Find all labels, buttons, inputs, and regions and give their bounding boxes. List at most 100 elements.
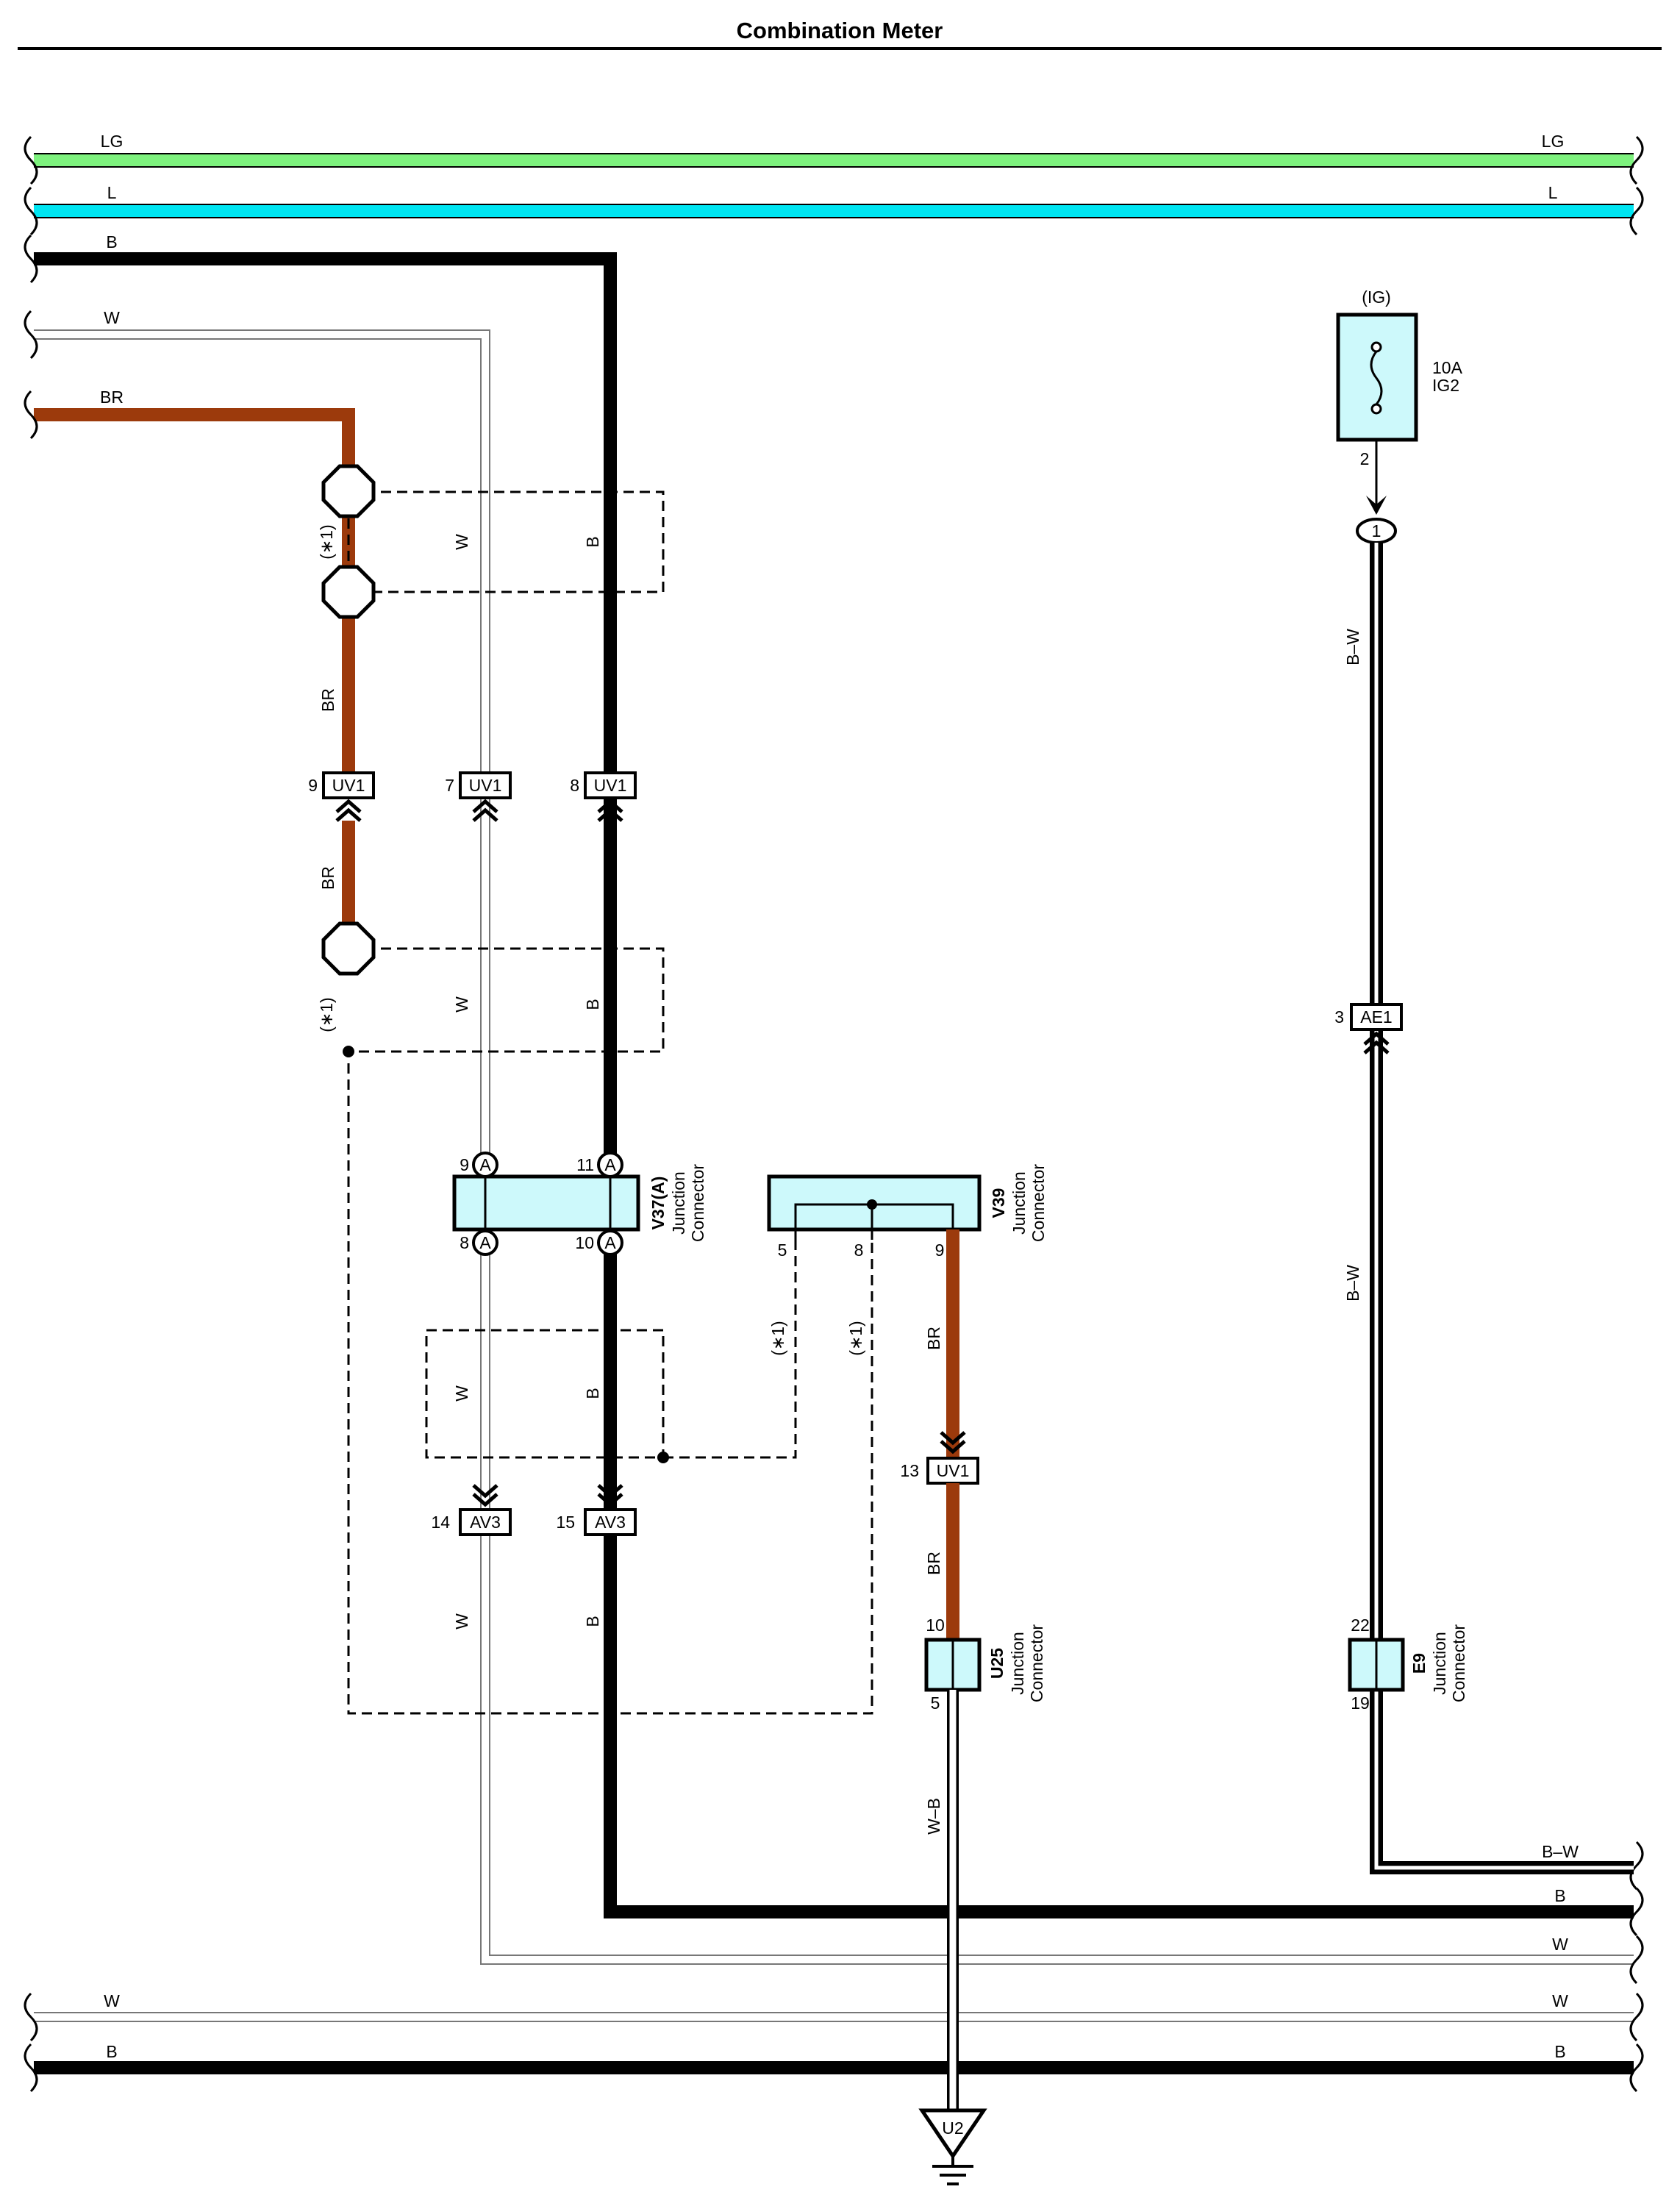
wire-b-main: [34, 252, 1634, 1918]
label-w-top: W: [104, 308, 120, 327]
connector-name: U25: [987, 1648, 1007, 1679]
octagon-connector: [321, 921, 376, 976]
label-br-v2: BR: [318, 866, 337, 890]
label-l-right: L: [1548, 183, 1558, 202]
pin-tag: A: [479, 1233, 491, 1252]
arrow-icon: [1366, 496, 1387, 515]
connector-pin: 15: [556, 1513, 575, 1532]
pin-number: 9: [935, 1241, 945, 1260]
connector-desc: Connector: [1029, 1164, 1048, 1242]
label-w-right: W: [1552, 1935, 1568, 1954]
connector-name: V39: [989, 1188, 1008, 1218]
chevron-icon: [1363, 1031, 1390, 1046]
label-b-bottom-left: B: [106, 2042, 117, 2061]
label-b-right: B: [1554, 2042, 1565, 2061]
label-w-v3: W: [452, 1385, 471, 1402]
label-w-right: W: [1552, 1991, 1568, 2010]
pin-number: 8: [460, 1233, 469, 1252]
page-title: Combination Meter: [737, 18, 943, 43]
note-star1: (∗1): [317, 997, 336, 1032]
connector-desc: Junction: [1430, 1632, 1449, 1695]
chevron-icon: [597, 1493, 623, 1507]
fuse-pin: 2: [1360, 449, 1370, 468]
label-l-left: L: [107, 183, 117, 202]
pin-number: 10: [926, 1616, 945, 1635]
chevron-icon: [335, 807, 362, 822]
connector-uv1-8: UV1 8: [570, 771, 637, 822]
chevron-icon: [1363, 1040, 1390, 1054]
pin-number: 5: [778, 1241, 787, 1260]
label-w-v2: W: [452, 996, 471, 1013]
break-marks-right: [1629, 135, 1644, 2093]
inline-connectors: [321, 464, 376, 976]
wire-br-main: [34, 408, 355, 784]
chevron-icon: [335, 799, 362, 813]
note-star1: (∗1): [768, 1321, 787, 1355]
label-bw-mid: B–W: [1343, 1265, 1362, 1302]
label-br-u25: BR: [924, 1552, 943, 1575]
connector-desc: Connector: [688, 1164, 707, 1242]
pin-number: 11: [576, 1155, 594, 1174]
note-star1: (∗1): [317, 524, 336, 559]
connector-pin: 3: [1334, 1007, 1344, 1027]
label-b-v3: B: [583, 1388, 602, 1399]
label-br-v1: BR: [318, 688, 337, 712]
connector-pin: 7: [445, 776, 454, 795]
pin-tag: A: [604, 1233, 616, 1252]
connector-uv1-13: UV1 13: [900, 1431, 979, 1485]
chevron-icon: [597, 1484, 623, 1499]
connector-name: V37(A): [648, 1177, 668, 1230]
label-lg-right: LG: [1542, 132, 1565, 151]
connector-label: UV1: [594, 776, 627, 795]
fuse-ig2: 10A IG2 2: [1336, 313, 1463, 468]
chevron-icon: [472, 799, 498, 813]
connector-av3-14: AV3 14: [431, 1484, 512, 1536]
fuse-rating: 10A: [1432, 358, 1463, 377]
junction-connector-e9: 22 19 E9 Junction Connector: [1348, 1616, 1468, 1713]
wire-bw-right: [1370, 543, 1634, 1874]
pin-number: 19: [1351, 1693, 1370, 1713]
label-wb-u25: W–B: [924, 1798, 943, 1835]
connector-label: AV3: [470, 1513, 501, 1532]
label-b-v2: B: [583, 999, 602, 1010]
connector-av3-15: AV3 15: [556, 1484, 637, 1536]
connector-label: UV1: [469, 776, 502, 795]
label-w-bottom-left: W: [104, 1991, 120, 2010]
label-w-v4: W: [452, 1613, 471, 1629]
pin-number: 9: [460, 1155, 469, 1174]
connector-name: E9: [1409, 1653, 1429, 1674]
connector-uv1-9: UV1 9: [308, 771, 375, 822]
connector-pin: 14: [431, 1513, 450, 1532]
connector-desc: Junction: [669, 1171, 688, 1235]
splice-dot: [343, 1046, 354, 1057]
connector-desc: Junction: [1009, 1171, 1029, 1235]
octagon-connector: [321, 464, 376, 518]
junction-pin-1: 1: [1356, 518, 1397, 544]
chevron-icon: [472, 1493, 498, 1507]
chevron-icon: [940, 1440, 966, 1454]
fuse-icon: [1370, 351, 1383, 405]
octagon-connector: [321, 565, 376, 619]
chevron-icon: [940, 1431, 966, 1446]
note-star1: (∗1): [846, 1321, 865, 1355]
connector-label: AE1: [1360, 1007, 1392, 1027]
label-b-right: B: [1554, 1886, 1565, 1905]
wire-w-main: [34, 329, 1634, 1965]
label-b-v4: B: [583, 1616, 602, 1627]
label-b-top: B: [106, 232, 117, 251]
connector-desc: Connector: [1027, 1624, 1046, 1702]
fuse-group-label: (IG): [1362, 288, 1391, 307]
connector-label: AV3: [595, 1513, 626, 1532]
chevron-icon: [597, 807, 623, 822]
junction-connector-v37: A A A A 9 11 8 10 V37(A) Junction Connec…: [452, 1152, 707, 1256]
pin-number: 8: [854, 1241, 864, 1260]
connector-pin: 8: [570, 776, 579, 795]
pin-tag: A: [604, 1155, 616, 1174]
pin-number: 22: [1351, 1616, 1370, 1635]
junction-connector-v39: 5 8 9 V39 Junction Connector: [767, 1164, 1048, 1260]
ground-label: U2: [942, 2118, 963, 2138]
connector-desc: Connector: [1449, 1624, 1468, 1702]
label-w-v1: W: [452, 534, 471, 550]
label-lg-left: LG: [101, 132, 124, 151]
